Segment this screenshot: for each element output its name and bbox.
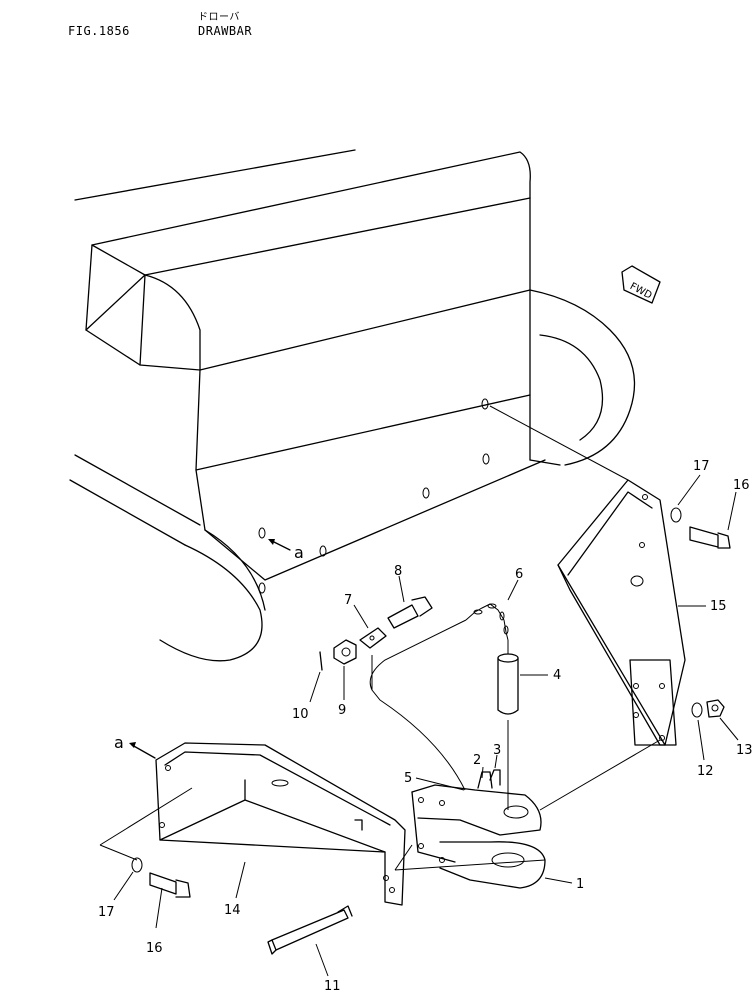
callout-4: 4	[553, 668, 561, 683]
callout-9: 9	[338, 703, 346, 718]
callout-3: 3	[493, 743, 501, 758]
callout-1: 1	[576, 877, 584, 892]
callout-12: 12	[697, 764, 714, 779]
bolt-8	[387, 596, 433, 629]
callout-10: 10	[292, 707, 309, 722]
view-marker-lower: a	[114, 733, 156, 759]
nut-9	[333, 639, 357, 665]
pin	[497, 640, 519, 810]
svg-text:a: a	[294, 543, 304, 562]
callout-5: 5	[404, 771, 412, 786]
japanese-title: ドローバ	[198, 12, 240, 23]
long-bolt	[267, 905, 353, 955]
drawbar	[394, 739, 661, 889]
diagram-title: DRAWBAR	[198, 24, 253, 38]
callout-6: 6	[515, 567, 523, 582]
nut-lower-right	[691, 699, 725, 718]
callout-15: 15	[710, 599, 727, 614]
bolt-right	[670, 507, 731, 549]
machine-body	[69, 149, 636, 662]
view-marker-upper: a	[268, 539, 304, 562]
callout-2: 2	[473, 753, 481, 768]
callout-16-left: 16	[146, 941, 163, 956]
callout-14: 14	[224, 903, 241, 918]
fwd-arrow-icon: FWD	[621, 265, 661, 304]
callouts: 1 2 3 4 5 6 7 8 9 10 11 12 13	[98, 459, 753, 992]
bracket-left	[99, 742, 406, 906]
callout-16-right: 16	[733, 478, 750, 493]
figure-number: FIG.1856	[68, 24, 130, 38]
callout-8: 8	[394, 564, 402, 579]
bolt-left	[131, 857, 191, 898]
cotter-pin	[319, 651, 323, 671]
callout-17-left: 17	[98, 905, 115, 920]
callout-7: 7	[344, 593, 352, 608]
callout-11: 11	[324, 979, 341, 992]
chain	[369, 603, 509, 791]
callout-17-right: 17	[693, 459, 710, 474]
bracket-right	[557, 479, 686, 746]
callout-13: 13	[736, 743, 753, 758]
plate-7	[359, 627, 387, 649]
fwd-label: FWD	[628, 281, 654, 302]
svg-text:a: a	[114, 733, 124, 752]
